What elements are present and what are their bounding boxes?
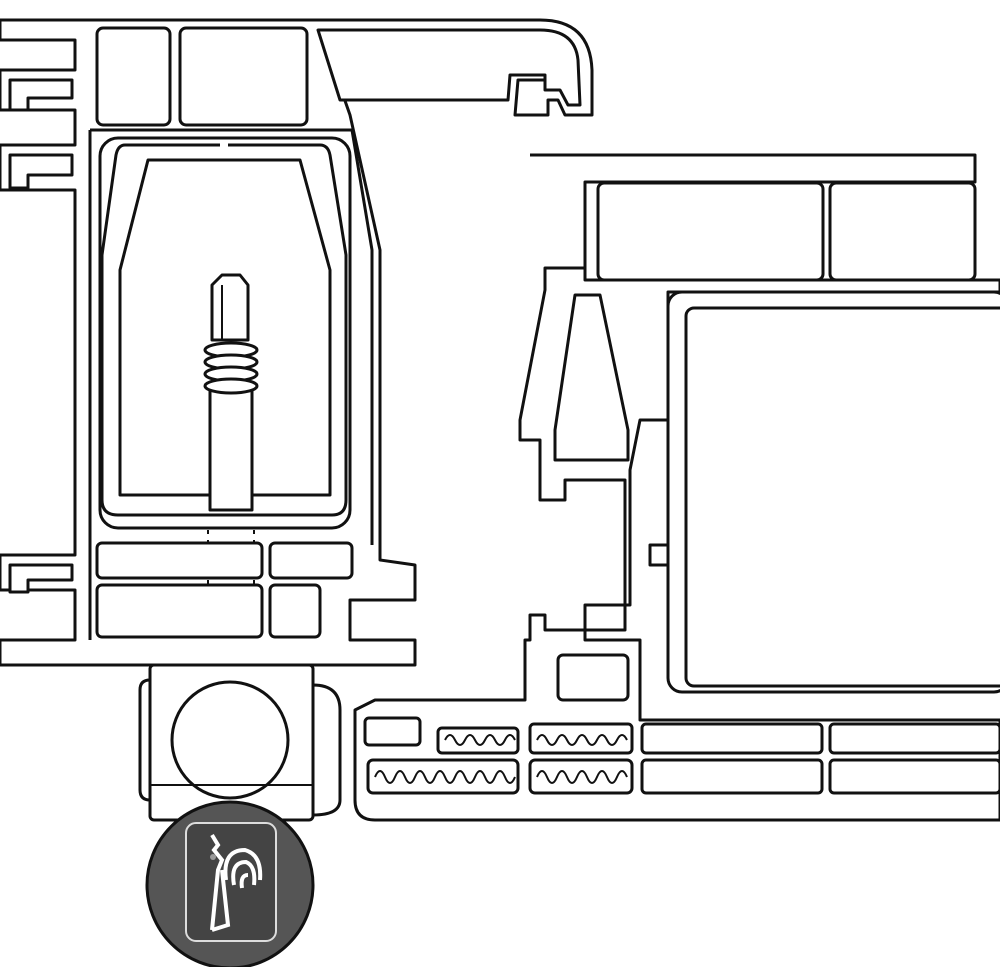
- sash-thread-cell-3: [366, 758, 520, 795]
- fixing-screw: [203, 273, 259, 640]
- sash-wedge-chamber: [553, 293, 630, 462]
- screw-thread: [203, 341, 259, 395]
- glazing-unit: [666, 290, 1000, 694]
- frame-cell-lower-2: [268, 541, 354, 580]
- sash-cell-bottom-2: [828, 722, 1000, 755]
- frame-inner-wall: [88, 128, 374, 640]
- glass-pane-inner: [684, 306, 1000, 688]
- frame-hook-upper: [8, 78, 74, 112]
- frame-cell-top-middle: [178, 26, 309, 127]
- frame-hook-lower: [8, 563, 74, 594]
- logo-badge: [185, 822, 277, 942]
- sash-thread-cell-4: [528, 758, 634, 795]
- frame-cell-lower-3: [95, 583, 264, 639]
- sash-cell-top-1: [596, 181, 825, 282]
- frame-cell-top-right: [316, 28, 582, 107]
- sash-thread-cell-2: [528, 722, 634, 755]
- hinge-side-plate: [311, 683, 342, 817]
- sash-inner-cell: [556, 653, 630, 702]
- screw-shank: [208, 388, 254, 512]
- hinge: [138, 663, 342, 822]
- frame-lower-cells: [95, 541, 354, 639]
- hinge-pin: [170, 680, 290, 800]
- brand-logo: [145, 800, 315, 967]
- sash-cell-bottom-1: [640, 722, 824, 755]
- frame-hook-middle: [8, 153, 74, 190]
- sash-bottom-cells: [363, 716, 1000, 795]
- frame-cell-lower-4: [268, 583, 322, 639]
- frame-cell-lower-1: [95, 541, 264, 580]
- sash-clip: [648, 543, 670, 567]
- frame-cell-top-left: [95, 26, 172, 127]
- rooster-icon: [210, 833, 263, 932]
- sash-gasket-1: [363, 716, 422, 747]
- sash-cell-bottom-3: [640, 758, 824, 795]
- screw-tip: [210, 273, 250, 342]
- rooster-eye: [210, 854, 216, 860]
- sash-cell-bottom-4: [828, 758, 1000, 795]
- sash-cell-top-2: [828, 181, 977, 282]
- thread-pattern: [374, 734, 628, 784]
- sash-thread-cell-1: [436, 726, 520, 755]
